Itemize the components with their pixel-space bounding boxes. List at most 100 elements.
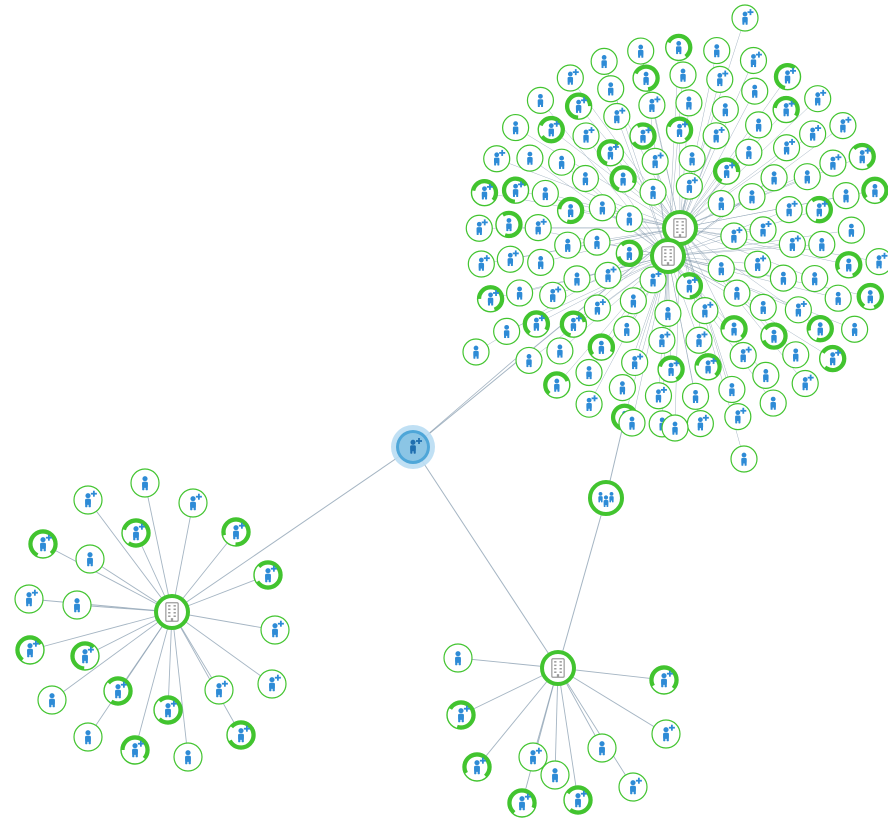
person-icon[interactable] (571, 164, 600, 193)
person-plus-icon[interactable] (749, 216, 777, 244)
person-icon[interactable] (75, 544, 105, 574)
person-plus-icon[interactable] (799, 120, 827, 148)
person-plus-icon[interactable] (520, 308, 552, 340)
person-icon[interactable] (837, 216, 865, 244)
person-plus-icon[interactable] (536, 115, 566, 145)
person-plus-icon[interactable] (829, 112, 857, 140)
person-icon[interactable] (735, 138, 763, 166)
person-icon[interactable] (841, 315, 869, 343)
person-icon[interactable] (745, 111, 773, 139)
person-icon[interactable] (575, 358, 603, 387)
person-icon[interactable] (526, 86, 555, 114)
person-plus-icon[interactable] (204, 675, 234, 705)
person-plus-icon[interactable] (444, 698, 478, 732)
building-icon[interactable] (650, 238, 686, 274)
group-icon[interactable] (588, 480, 624, 516)
person-plus-icon[interactable] (846, 140, 878, 172)
person-plus-icon[interactable] (257, 669, 287, 699)
person-plus-icon[interactable] (817, 343, 848, 374)
person-plus-icon[interactable] (120, 735, 150, 765)
person-plus-icon[interactable] (559, 310, 588, 338)
person-icon[interactable] (808, 230, 836, 258)
person-plus-icon[interactable] (694, 353, 722, 381)
person-plus-icon[interactable] (14, 584, 44, 614)
person-plus-icon[interactable] (594, 261, 622, 289)
person-plus-icon[interactable] (644, 382, 673, 410)
person-icon[interactable] (502, 113, 530, 142)
person-icon[interactable] (654, 299, 682, 327)
person-plus-icon[interactable] (70, 641, 100, 671)
person-plus-icon[interactable] (686, 410, 714, 438)
person-icon[interactable] (516, 144, 544, 172)
person-icon[interactable] (527, 248, 555, 276)
person-plus-icon[interactable] (150, 692, 185, 727)
person-plus-icon[interactable] (572, 122, 600, 150)
person-icon[interactable] (62, 590, 92, 620)
person-plus-icon[interactable] (731, 4, 759, 32)
person-icon[interactable] (669, 61, 697, 89)
person-icon[interactable] (130, 468, 160, 498)
person-plus-icon[interactable] (467, 250, 495, 278)
person-icon[interactable] (583, 228, 611, 256)
person-icon[interactable] (597, 75, 625, 103)
person-plus-icon[interactable] (539, 281, 567, 309)
person-icon[interactable] (760, 164, 788, 192)
person-plus-icon[interactable] (685, 326, 713, 354)
person-plus-icon[interactable] (476, 285, 505, 313)
person-plus-icon[interactable] (621, 348, 649, 377)
person-icon[interactable] (758, 320, 790, 352)
person-icon[interactable] (707, 254, 735, 283)
person-icon[interactable] (720, 315, 748, 343)
person-plus-icon[interactable] (470, 179, 499, 207)
person-plus-icon[interactable] (865, 248, 888, 276)
person-plus-icon[interactable] (641, 147, 669, 175)
person-plus-icon[interactable] (250, 557, 285, 592)
person-plus-icon[interactable] (524, 214, 552, 242)
person-plus-icon[interactable] (460, 750, 494, 784)
person-icon[interactable] (554, 231, 582, 259)
person-icon[interactable] (855, 281, 887, 313)
person-icon[interactable] (793, 163, 821, 191)
person-plus-icon[interactable] (638, 91, 666, 119)
person-icon[interactable] (859, 174, 888, 206)
person-icon[interactable] (590, 47, 618, 75)
person-plus-icon[interactable] (702, 122, 730, 150)
person-icon[interactable] (587, 733, 617, 763)
building-icon[interactable] (540, 650, 576, 686)
person-icon[interactable] (832, 182, 860, 210)
person-plus-icon[interactable] (706, 65, 734, 93)
person-icon[interactable] (769, 264, 797, 292)
person-plus-icon[interactable] (784, 296, 812, 324)
person-icon[interactable] (663, 32, 694, 63)
person-icon[interactable] (718, 375, 746, 404)
person-plus-icon[interactable] (575, 390, 603, 418)
person-plus-icon[interactable] (711, 156, 742, 187)
person-plus-icon[interactable] (739, 46, 768, 75)
person-icon[interactable] (759, 389, 787, 417)
person-icon[interactable] (613, 315, 641, 343)
person-plus-icon[interactable] (720, 222, 748, 250)
person-icon[interactable] (585, 331, 617, 363)
person-plus-icon[interactable] (603, 102, 631, 131)
person-plus-icon[interactable] (674, 270, 706, 302)
person-icon[interactable] (493, 209, 524, 240)
person-plus-icon[interactable] (260, 615, 290, 645)
person-icon[interactable] (703, 36, 731, 65)
person-plus-icon[interactable] (772, 134, 801, 162)
person-plus-icon[interactable] (651, 719, 681, 749)
person-icon[interactable] (707, 189, 735, 218)
person-icon[interactable] (608, 374, 636, 402)
person-icon[interactable] (73, 722, 103, 752)
person-icon[interactable] (556, 196, 585, 225)
person-icon[interactable] (515, 346, 543, 375)
person-plus-icon[interactable] (556, 64, 584, 92)
person-plus-icon[interactable] (121, 518, 151, 548)
person-icon[interactable] (824, 284, 852, 312)
person-icon[interactable] (546, 337, 574, 365)
person-plus-icon[interactable] (628, 121, 659, 152)
person-plus-icon[interactable] (665, 116, 694, 145)
person-icon[interactable] (738, 183, 766, 211)
person-plus-icon[interactable] (773, 62, 802, 91)
person-icon[interactable] (615, 205, 643, 233)
